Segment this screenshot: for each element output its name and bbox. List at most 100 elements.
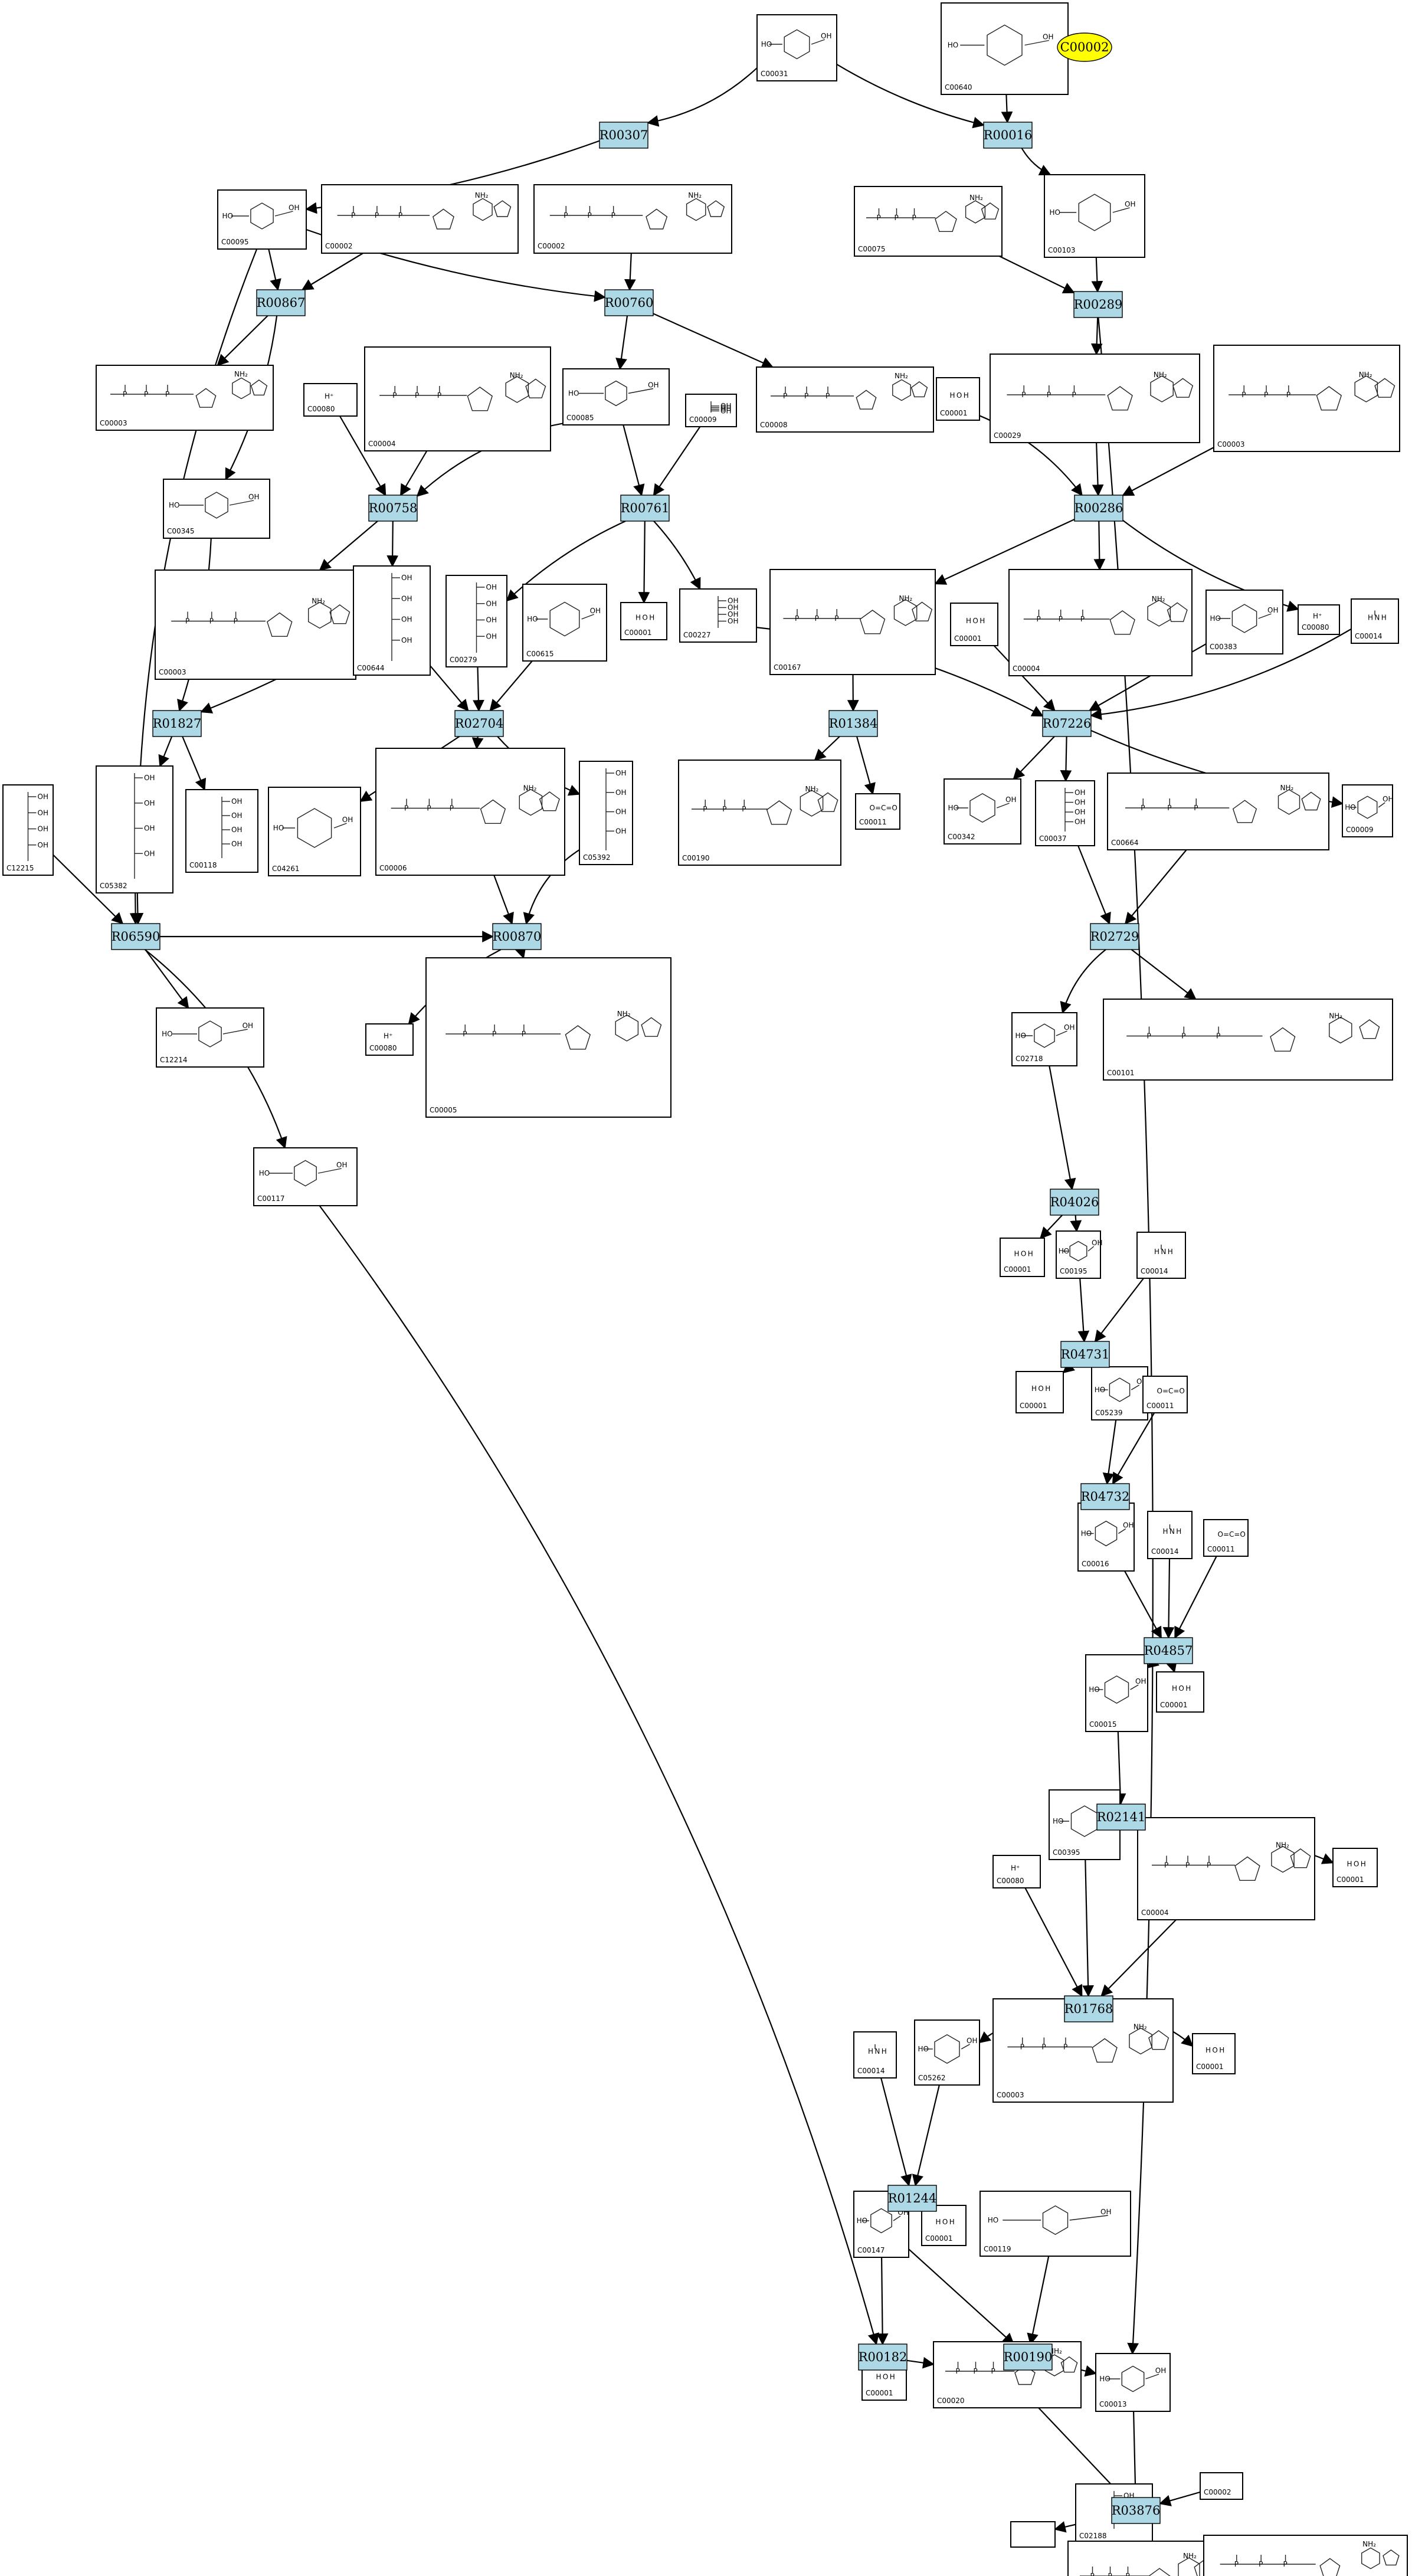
reaction-node[interactable]: R00761	[620, 495, 670, 522]
reaction-node[interactable]: R03876	[1111, 2497, 1161, 2524]
reaction-node[interactable]: R01827	[152, 710, 202, 737]
reaction-node[interactable]: R07226	[1042, 710, 1092, 737]
reaction-node[interactable]: R00182	[858, 2343, 908, 2371]
reaction-node[interactable]: R00286	[1074, 495, 1123, 522]
reaction-node[interactable]: R02704	[454, 710, 504, 737]
reaction-node[interactable]: R00870	[492, 923, 542, 950]
reaction-node[interactable]: R04857	[1144, 1637, 1193, 1664]
reaction-node[interactable]: R00760	[604, 289, 654, 316]
reaction-node[interactable]: R00758	[368, 495, 418, 522]
compound-node[interactable]	[1010, 2521, 1056, 2548]
reaction-node[interactable]: R02729	[1090, 923, 1139, 950]
reaction-node[interactable]: R04731	[1060, 1341, 1110, 1368]
reaction-node[interactable]: R01244	[887, 2185, 937, 2212]
reaction-node[interactable]: R04732	[1080, 1483, 1130, 1510]
reaction-node[interactable]: R01384	[828, 710, 878, 737]
svg-text:P: P	[123, 390, 127, 398]
reaction-node[interactable]: R01768	[1064, 1995, 1113, 2022]
highlight-compound[interactable]: C00002	[1057, 32, 1112, 62]
compound-node[interactable]: H⁺C00080	[992, 1855, 1041, 1888]
reaction-node[interactable]: R06590	[111, 923, 160, 950]
compound-node[interactable]: H⁺C00080	[303, 383, 358, 417]
compound-node[interactable]: C00002	[1200, 2472, 1243, 2500]
reaction-node[interactable]: R00190	[1003, 2343, 1053, 2371]
reaction-node[interactable]: R00016	[983, 122, 1033, 149]
compound-node[interactable]: H⁺C00080	[1298, 604, 1340, 635]
reaction-node[interactable]: R00289	[1073, 291, 1123, 318]
reaction-node[interactable]: R04026	[1050, 1189, 1099, 1216]
reaction-node[interactable]: R02141	[1096, 1803, 1146, 1831]
reaction-node[interactable]: R00307	[599, 122, 648, 149]
pathway-arrow	[1092, 442, 1104, 496]
compound-node[interactable]: H⁺C00080	[365, 1023, 414, 1056]
reaction-node[interactable]: R00867	[256, 289, 306, 316]
